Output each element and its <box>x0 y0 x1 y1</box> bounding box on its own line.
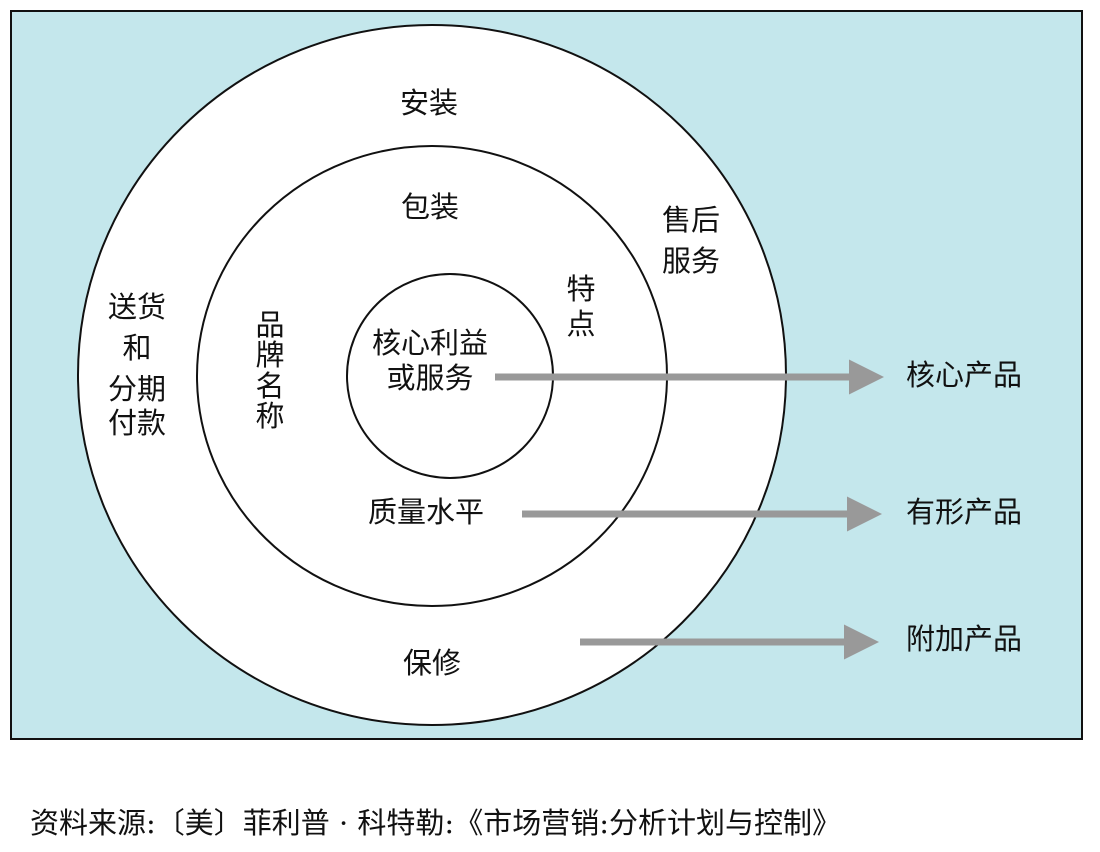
level-core-product: 核心产品 <box>906 358 1023 392</box>
level-tangible-product: 有形产品 <box>906 495 1023 529</box>
level-augmented-product: 附加产品 <box>906 622 1023 656</box>
core-label: 核心利益 或服务 <box>372 326 488 397</box>
delivery-line-4: 付款 <box>108 406 167 441</box>
features-label: 特点 <box>566 272 596 341</box>
installation-label: 安装 <box>400 86 459 120</box>
core-label-line-2: 或服务 <box>386 361 474 396</box>
delivery-credit-label: 送货 和 分期 付款 <box>108 290 166 441</box>
packaging-label: 包装 <box>401 190 460 224</box>
core-label-line-1: 核心利益 <box>372 326 489 360</box>
after-sales-line-2: 服务 <box>662 243 721 278</box>
after-sales-line-1: 售后 <box>662 203 721 237</box>
after-sales-label: 售后 服务 <box>662 200 720 281</box>
quality-level-label: 质量水平 <box>368 495 485 529</box>
delivery-line-3: 分期 <box>108 371 167 406</box>
delivery-line-1: 送货 <box>108 290 167 324</box>
delivery-line-2: 和 <box>122 330 152 365</box>
warranty-label: 保修 <box>403 646 462 680</box>
source-caption: 资料来源:〔美〕菲利普 · 科特勒:《市场营销:分析计划与控制》 <box>30 806 841 840</box>
brand-name-label: 品牌名称 <box>255 308 285 434</box>
